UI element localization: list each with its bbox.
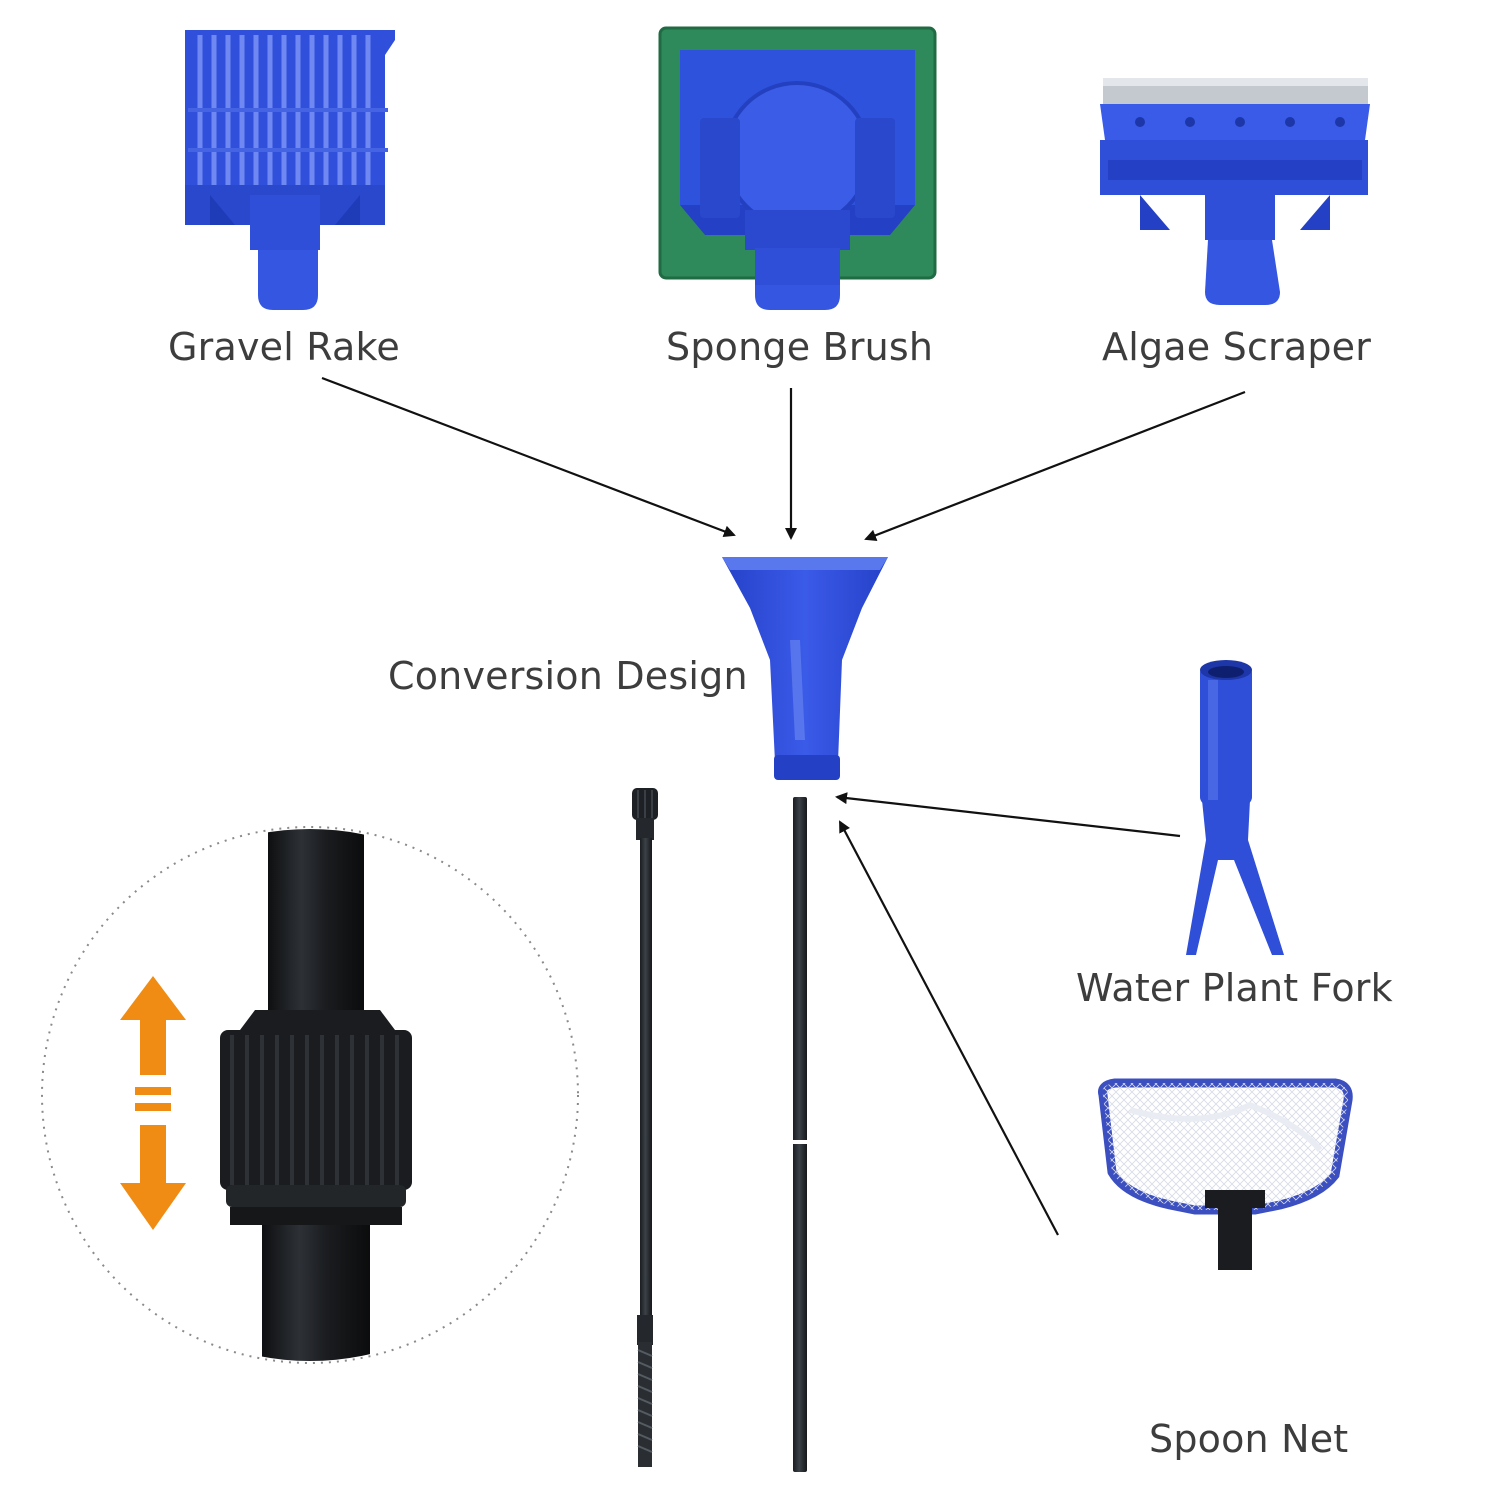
label-water-plant-fork: Water Plant Fork xyxy=(1076,966,1393,1010)
arrow-spoon-net xyxy=(839,820,1059,1236)
label-sponge-brush: Sponge Brush xyxy=(666,325,934,369)
algae-scraper-head xyxy=(1100,78,1370,305)
arrow-water-plant-fork xyxy=(835,792,1181,838)
extension-rod-right xyxy=(793,797,807,1472)
zoom-detail xyxy=(41,826,579,1364)
water-plant-fork xyxy=(1186,660,1284,955)
label-gravel-rake: Gravel Rake xyxy=(168,325,400,369)
conversion-head xyxy=(722,557,888,780)
arrow-algae-scraper xyxy=(864,390,1246,541)
label-algae-scraper: Algae Scraper xyxy=(1102,325,1372,369)
arrow-gravel-rake xyxy=(321,376,736,538)
spoon-net xyxy=(1098,1078,1353,1270)
connection-arrows xyxy=(321,376,1246,1236)
gravel-rake-head xyxy=(185,30,395,310)
adjust-length-icon xyxy=(120,976,186,1230)
sponge-brush-head xyxy=(658,26,937,310)
label-conversion-design: Conversion Design xyxy=(388,654,748,698)
extension-rod-left xyxy=(632,788,658,1467)
label-spoon-net: Spoon Net xyxy=(1149,1417,1349,1461)
